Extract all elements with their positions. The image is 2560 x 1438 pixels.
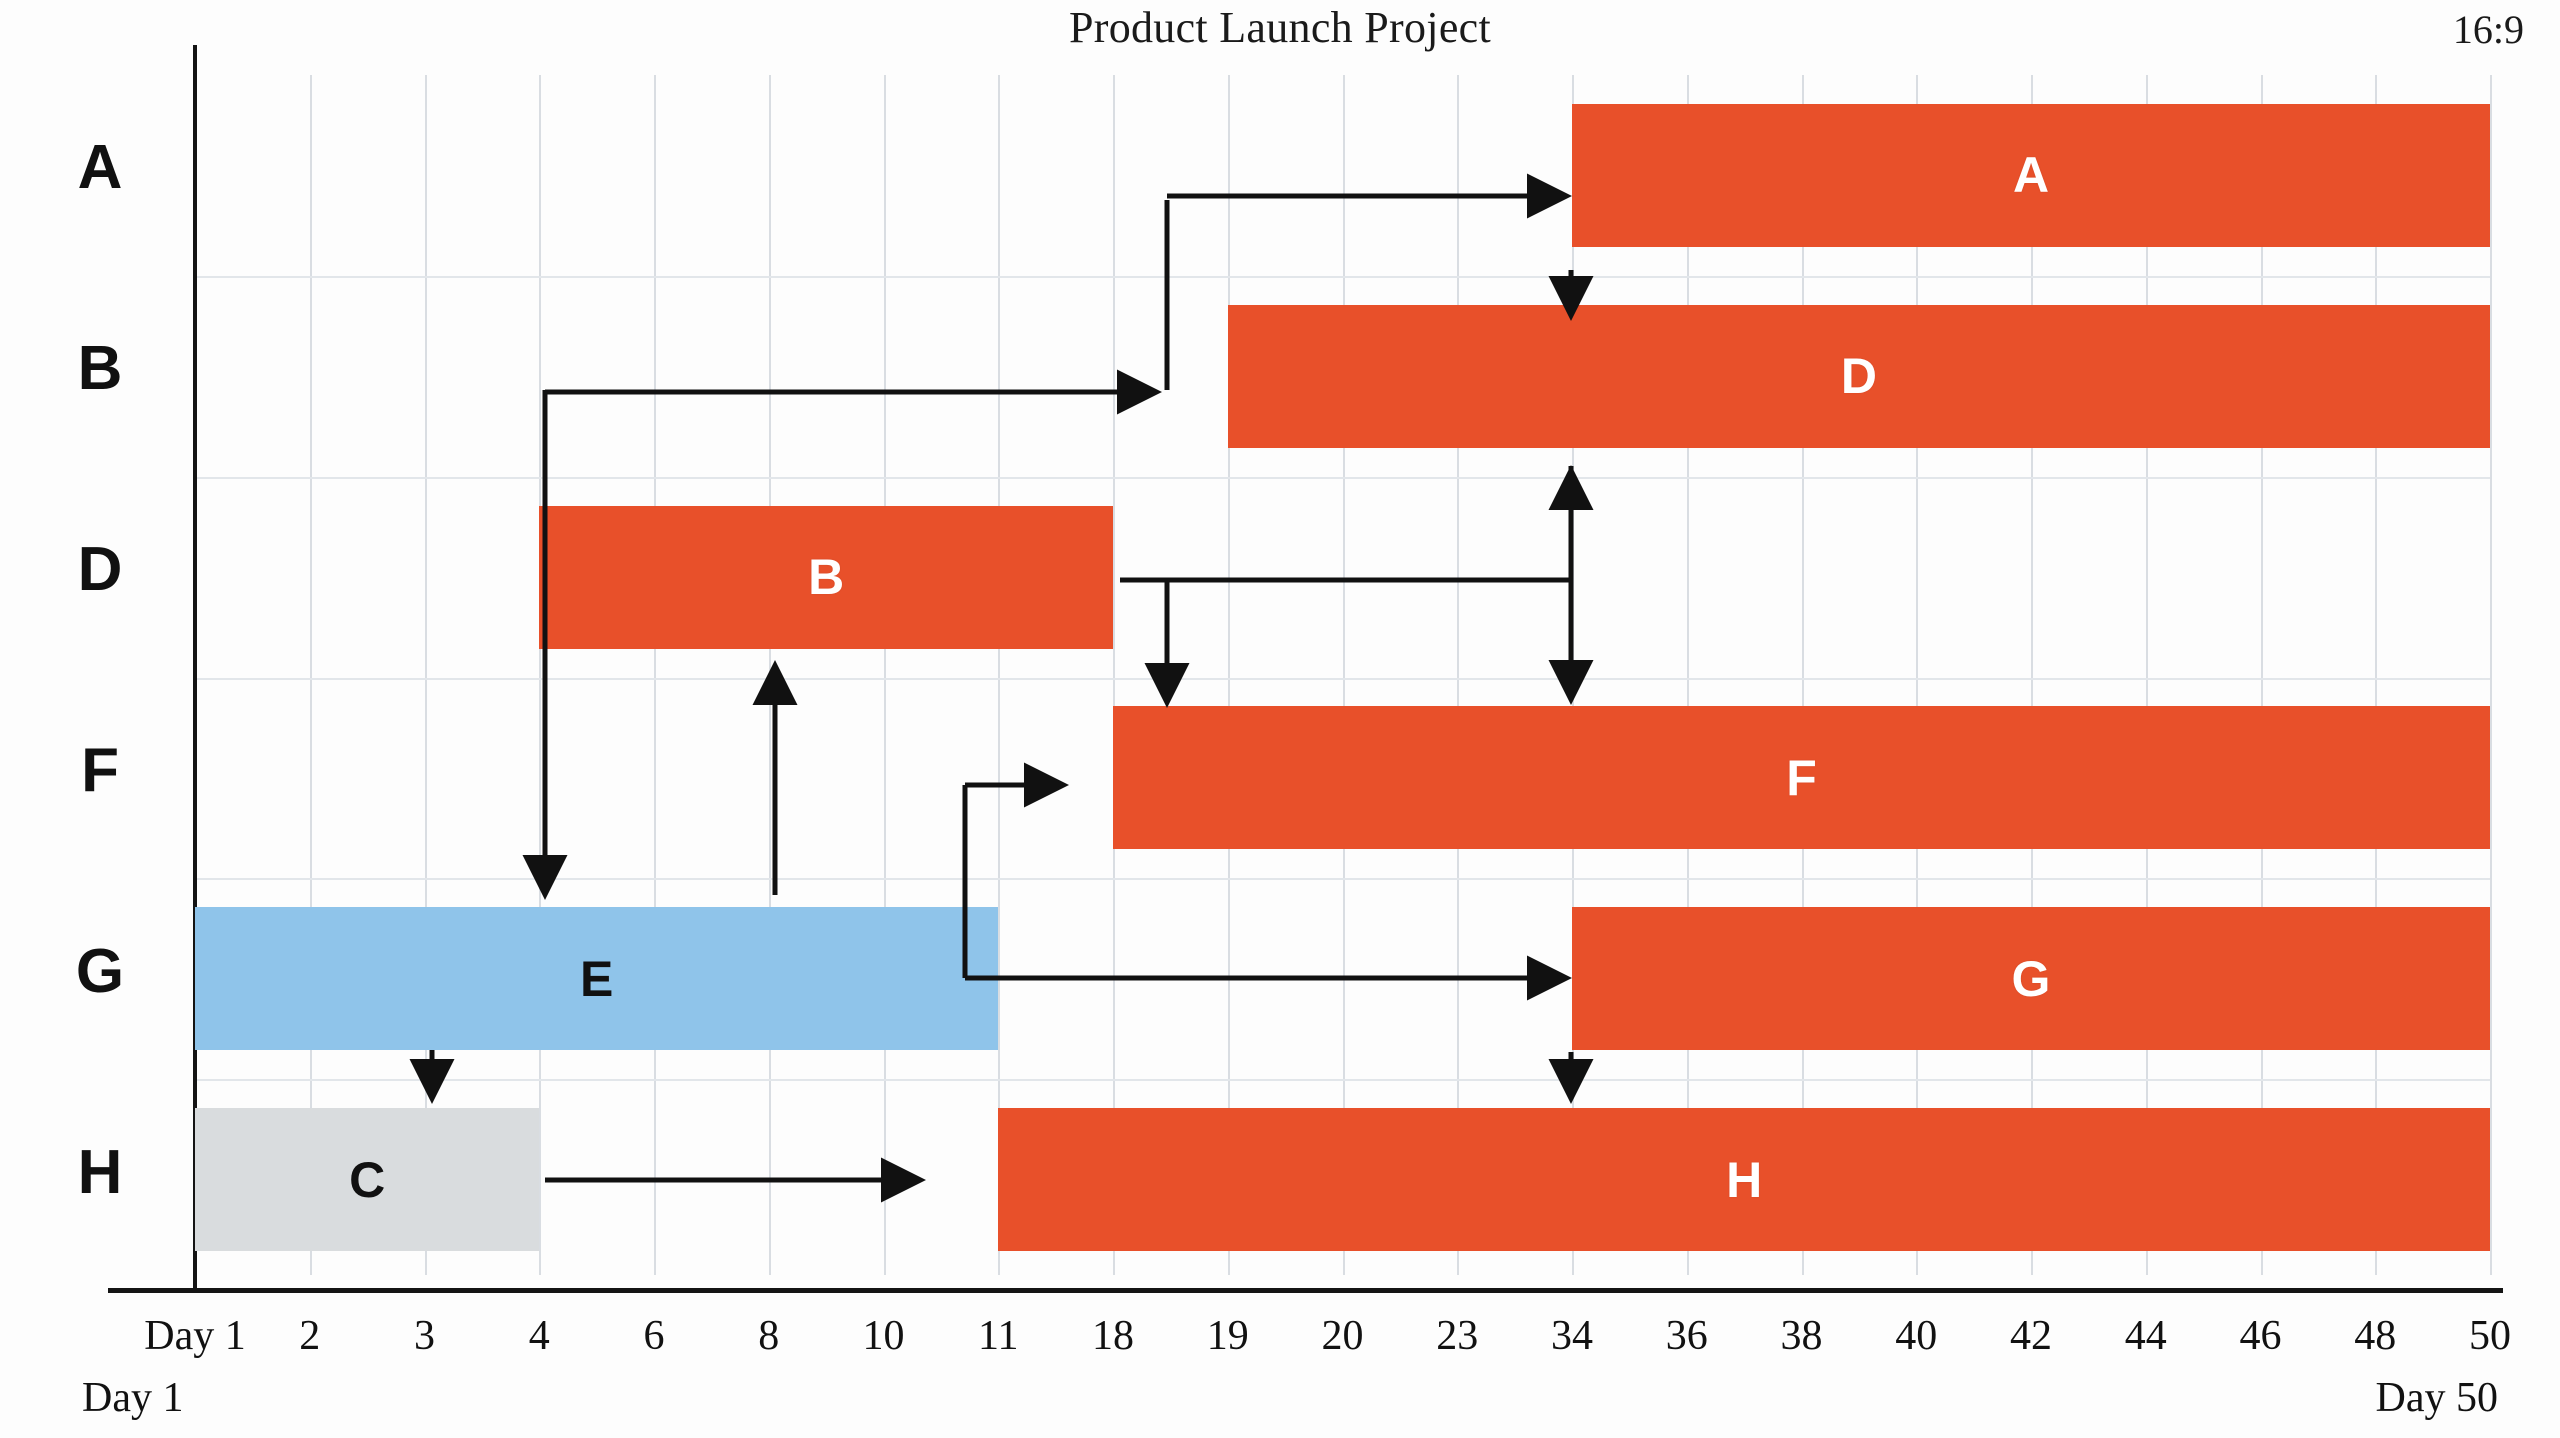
x-tick-label: 18	[1092, 1313, 1134, 1359]
grid-line-vertical	[1227, 75, 1230, 1275]
y-axis-label-a: A	[77, 133, 123, 203]
grid-line-vertical	[1686, 75, 1689, 1275]
gantt-bar-label: B	[808, 549, 845, 606]
x-axis-start-label: Day 1	[82, 1375, 184, 1421]
x-tick-label: 36	[1665, 1313, 1708, 1359]
x-tick-label: 11	[978, 1313, 1019, 1359]
gantt-bar-label: C	[349, 1151, 386, 1208]
grid-line-vertical	[2375, 75, 2378, 1275]
y-axis-label-f: F	[81, 735, 119, 805]
grid-line-vertical	[654, 75, 656, 1275]
x-tick-label: 44	[2124, 1313, 2167, 1359]
gantt-bar-label: E	[579, 950, 614, 1007]
x-axis-line	[108, 1288, 2503, 1293]
page-title: Product Launch Project	[1068, 3, 1492, 52]
x-axis-end-label: Day 50	[2375, 1375, 2498, 1421]
x-tick-label: 6	[643, 1313, 665, 1359]
y-axis-label-d: D	[77, 535, 123, 605]
gantt-bar-label: A	[2012, 147, 2050, 204]
grid-line-vertical	[1457, 75, 1460, 1275]
grid-line-vertical	[1801, 75, 1804, 1275]
grid-line-vertical	[539, 75, 542, 1275]
grid-line-vertical	[2260, 75, 2263, 1275]
x-tick-label: 38	[1780, 1313, 1823, 1359]
grid-line-vertical	[1916, 75, 1919, 1275]
grid-line-vertical	[883, 75, 886, 1275]
gantt-bar-d[interactable]: D	[1227, 304, 2490, 448]
gantt-bar-label: D	[1840, 348, 1877, 405]
grid-line-vertical	[309, 75, 312, 1275]
y-axis-label-b: B	[77, 334, 123, 404]
y-axis-line	[193, 45, 197, 1290]
x-tick-label: 10	[862, 1313, 905, 1359]
gantt-bar-c[interactable]: C	[195, 1108, 540, 1252]
gantt-bar-f[interactable]: F	[1113, 706, 2490, 850]
grid-line-vertical	[424, 75, 427, 1275]
grid-line-horizontal	[195, 1079, 2490, 1082]
x-tick-label: 2	[299, 1313, 321, 1359]
gantt-bar-label: F	[1786, 749, 1817, 806]
y-axis-label-g: G	[75, 936, 125, 1006]
x-tick-label: 48	[2354, 1313, 2397, 1359]
x-tick-label: 4	[528, 1313, 550, 1359]
y-axis-label-h: H	[77, 1137, 123, 1207]
gantt-bar-h[interactable]: H	[998, 1108, 2490, 1252]
grid-line-horizontal	[195, 677, 2490, 680]
grid-line-vertical	[2145, 75, 2148, 1275]
gantt-bar-a[interactable]: A	[1572, 103, 2490, 247]
grid-line-vertical	[768, 75, 771, 1275]
x-tick-label: Day 1	[144, 1313, 246, 1359]
grid-line-vertical	[1113, 75, 1115, 1275]
gantt-bar-label: H	[1726, 1151, 1763, 1208]
x-tick-label: 3	[414, 1313, 435, 1359]
gantt-bar-e[interactable]: E	[195, 907, 999, 1051]
grid-line-vertical	[2490, 75, 2492, 1275]
x-tick-label: 46	[2239, 1313, 2282, 1359]
gantt-bar-label: G	[2011, 950, 2051, 1007]
x-tick-label: 20	[1321, 1313, 1364, 1359]
x-tick-label: 50	[2469, 1313, 2511, 1359]
gantt-bar-g[interactable]: G	[1572, 907, 2490, 1051]
grid-line-horizontal	[195, 476, 2490, 479]
x-tick-label: 8	[758, 1313, 780, 1359]
x-tick-label: 34	[1551, 1313, 1593, 1359]
x-tick-label: 19	[1206, 1313, 1249, 1359]
grid-line-vertical	[998, 75, 1001, 1275]
aspect-ratio-label: 16:9	[2452, 7, 2524, 52]
x-tick-label: 23	[1436, 1313, 1479, 1359]
grid-line-horizontal	[195, 878, 2490, 881]
x-tick-label: 42	[2010, 1313, 2052, 1359]
grid-line-vertical	[1572, 75, 1574, 1275]
grid-line-vertical	[2031, 75, 2033, 1275]
grid-line-horizontal	[195, 275, 2490, 278]
plot-area	[195, 75, 2492, 1275]
x-tick-label: 40	[1895, 1313, 1938, 1359]
grid-line-vertical	[1342, 75, 1345, 1275]
gantt-bar-b[interactable]: B	[539, 505, 1113, 649]
